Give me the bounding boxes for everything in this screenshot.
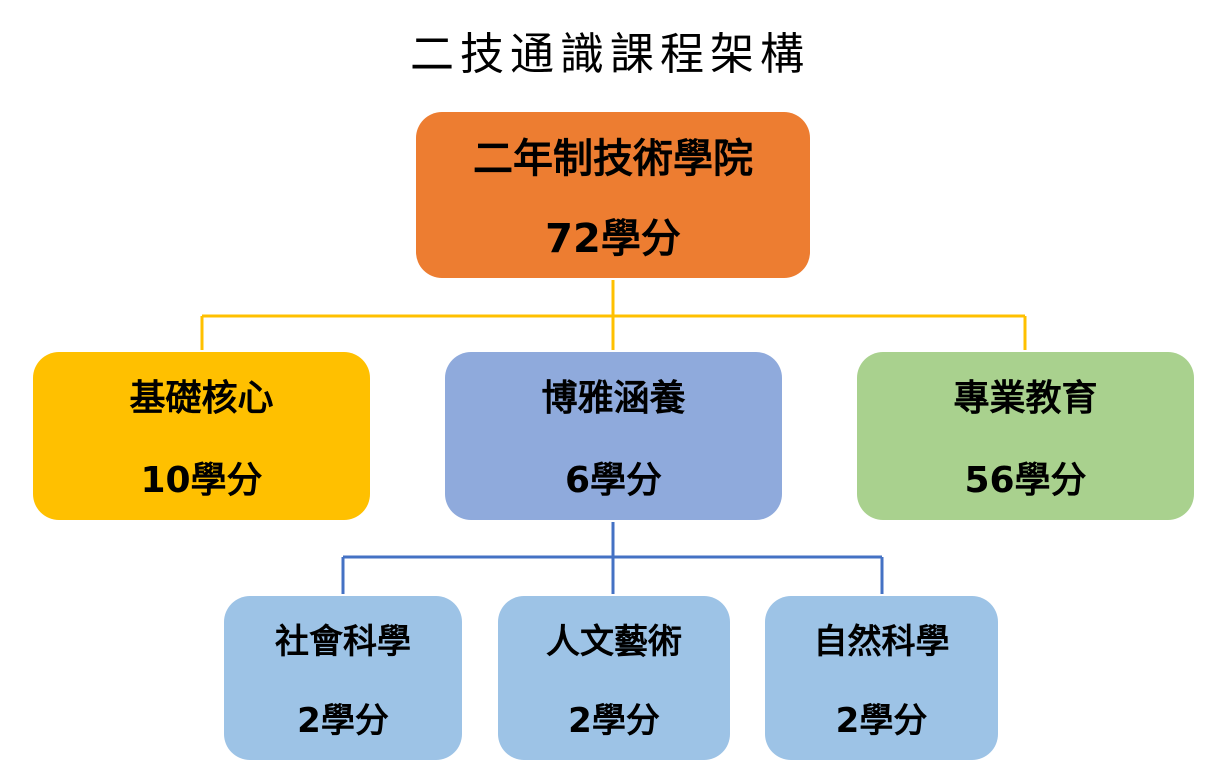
level3-node-credits: 2學分	[568, 701, 660, 741]
level2-node-credits: 6學分	[564, 460, 663, 501]
level2-node-liberal-arts: 博雅涵養 6學分	[445, 352, 782, 520]
root-node-credits: 72學分	[545, 216, 681, 262]
diagram-title: 二技通識課程架構	[410, 29, 810, 80]
level2-node-credits: 10學分	[140, 460, 263, 501]
level3-node-name: 社會科學	[275, 622, 411, 662]
level2-node-professional: 專業教育 56學分	[857, 352, 1194, 520]
level3-node-credits: 2學分	[297, 701, 389, 741]
level3-node-name: 人文藝術	[546, 622, 682, 662]
level3-node-humanities-arts: 人文藝術 2學分	[498, 596, 730, 760]
level3-node-social-science: 社會科學 2學分	[224, 596, 462, 760]
level3-node-natural-science: 自然科學 2學分	[765, 596, 998, 760]
level2-node-credits: 56學分	[964, 460, 1087, 501]
level2-node-name: 博雅涵養	[541, 378, 686, 419]
upper-connectors	[200, 280, 1027, 350]
level2-node-name: 專業教育	[953, 378, 1098, 419]
level2-node-basic-core: 基礎核心 10學分	[33, 352, 370, 520]
level3-node-name: 自然科學	[813, 622, 950, 662]
level3-node-credits: 2學分	[835, 701, 928, 741]
root-node-name: 二年制技術學院	[473, 136, 753, 182]
lower-connectors	[341, 522, 884, 594]
level2-node-name: 基礎核心	[129, 378, 274, 419]
root-node-box: 二年制技術學院 72學分	[416, 112, 810, 278]
